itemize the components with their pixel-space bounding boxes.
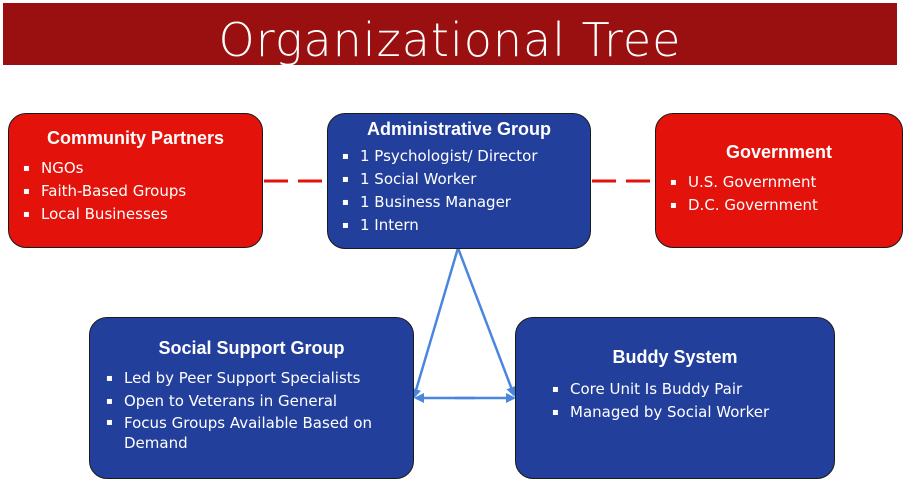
arrow-admin-to-social [411, 247, 460, 399]
bullet-icon: ▪ [23, 186, 30, 197]
list-item: ▪Local Businesses [23, 203, 248, 226]
administrative-group-title: Administrative Group [366, 119, 552, 139]
buddy-system-title: Buddy System [612, 347, 738, 367]
arrow-admin-to-buddy [456, 247, 516, 397]
bullet-icon: ▪ [23, 163, 30, 174]
bullet-icon: ▪ [106, 373, 113, 384]
administrative-group-list: ▪1 Psychologist/ Director ▪1 Social Work… [342, 145, 576, 237]
list-item: ▪Faith-Based Groups [23, 180, 248, 203]
social-support-group-box: Social Support Group ▪Led by Peer Suppor… [89, 317, 414, 479]
bullet-icon: ▪ [23, 209, 30, 220]
list-item: ▪D.C. Government [670, 194, 888, 217]
bullet-icon: ▪ [106, 396, 113, 407]
social-support-group-title: Social Support Group [158, 338, 345, 358]
list-item: ▪Led by Peer Support Specialists [106, 367, 397, 390]
community-partners-title: Community Partners [46, 128, 225, 148]
community-partners-box: Community Partners ▪NGOs ▪Faith-Based Gr… [8, 113, 263, 248]
list-item: ▪1 Intern [342, 214, 576, 237]
list-item: ▪Core Unit Is Buddy Pair [552, 378, 818, 401]
buddy-system-box: Buddy System ▪Core Unit Is Buddy Pair ▪M… [515, 317, 835, 479]
list-item: ▪Focus Groups Available Based on Demand [106, 414, 373, 452]
list-item: ▪NGOs [23, 157, 248, 180]
bullet-icon: ▪ [670, 177, 677, 188]
bullet-icon: ▪ [342, 151, 349, 162]
bullet-icon: ▪ [106, 417, 113, 428]
government-box: Government ▪U.S. Government ▪D.C. Govern… [655, 113, 903, 248]
diagram-title: Organizational Tree [218, 13, 682, 65]
government-list: ▪U.S. Government ▪D.C. Government [670, 171, 888, 217]
list-item: ▪1 Business Manager [342, 191, 576, 214]
list-item: ▪U.S. Government [670, 171, 888, 194]
government-title: Government [725, 142, 833, 162]
title-bar: Organizational Tree [3, 3, 897, 65]
bullet-icon: ▪ [552, 407, 559, 418]
bullet-icon: ▪ [670, 200, 677, 211]
list-item: ▪1 Social Worker [342, 168, 576, 191]
bullet-icon: ▪ [342, 197, 349, 208]
community-partners-list: ▪NGOs ▪Faith-Based Groups ▪Local Busines… [23, 157, 248, 226]
administrative-group-box: Administrative Group ▪1 Psychologist/ Di… [327, 113, 591, 249]
list-item: ▪1 Psychologist/ Director [342, 145, 576, 168]
social-support-group-list: ▪Led by Peer Support Specialists ▪Open t… [106, 367, 397, 453]
bullet-icon: ▪ [342, 220, 349, 231]
list-item: ▪Open to Veterans in General [106, 390, 397, 413]
buddy-system-list: ▪Core Unit Is Buddy Pair ▪Managed by Soc… [552, 378, 818, 424]
bullet-icon: ▪ [342, 174, 349, 185]
list-item: ▪Managed by Social Worker [552, 401, 818, 424]
bullet-icon: ▪ [552, 384, 559, 395]
